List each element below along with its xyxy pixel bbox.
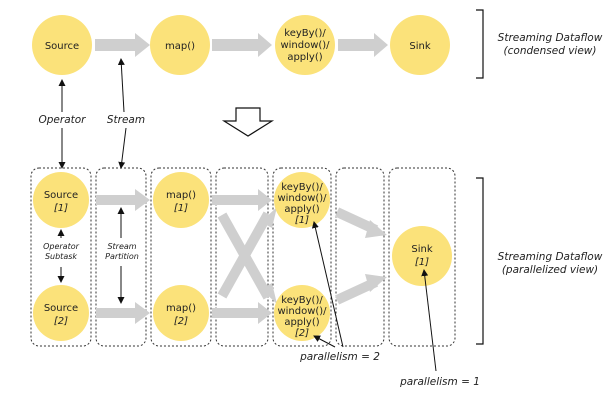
transform-arrow [221,107,275,137]
map-2-label: map() [166,303,196,314]
source-2-index: [2] [54,316,68,327]
operator-subtask-line2: Subtask [45,252,77,261]
stream-pointer-up [117,58,125,113]
source-2-node [33,285,89,341]
kwa-label-line3: apply() [287,52,322,63]
source-column [30,167,92,347]
keyby-window-apply-node [275,15,335,75]
source-1-node [33,172,89,228]
source-node-label: Source [45,41,79,52]
operator-label: Operator [39,114,87,126]
kwa-1-index: [1] [295,215,309,226]
kwa-2-line2: window()/ [277,306,327,317]
kwa-1-line3: apply() [284,204,319,215]
stream-arrow [95,33,150,57]
sink-1-label: Sink [411,244,432,255]
sink-node [390,15,450,75]
condensed-view-title: Streaming Dataflow [498,32,603,44]
condensed-bracket [476,9,484,79]
kwa-column [272,167,332,347]
parallelism-1-label: parallelism = 1 [399,376,480,388]
kwa-2-index: [2] [295,328,309,339]
cross-arrow-head [261,207,277,228]
to-sink-arrow-head [365,220,387,238]
to-sink-arrow-head [365,274,387,292]
kwa-1-line1: keyBy()/ [281,182,323,193]
map-2-index: [2] [174,316,188,327]
partition-arrow [96,189,150,211]
kwa-2-node [274,285,330,341]
kwa-2-line3: apply() [284,317,319,328]
stream-arrow [338,33,388,57]
parallel-view-title: Streaming Dataflow [498,251,603,263]
source-1-index: [1] [54,203,68,214]
operator-subtask-line1: Operator [43,242,80,251]
source-2-label: Source [44,303,78,314]
source-1-label: Source [44,190,78,201]
map-1-node [153,172,209,228]
top-annotations: Operator Stream [39,58,145,169]
stream-column-3 [335,167,385,347]
stream-column-1 [95,167,147,347]
parallelism-2-pointer [311,221,344,348]
parallel-view: Source [1] Source [2] map() [1] map() [2… [30,167,603,388]
stream-partition-line1: Stream [107,242,136,251]
sink-1-index: [1] [415,257,429,268]
partition-arrow [212,302,272,324]
source-node [32,15,92,75]
stream-column-2 [215,167,269,347]
partition-arrow [212,189,272,211]
parallelism-2-label: parallelism = 2 [299,351,380,363]
parallelism-2-pointer [313,335,336,348]
map-column [150,167,212,347]
kwa-1-line2: window()/ [277,193,327,204]
kwa-label-line2: window()/ [280,40,330,51]
sink-1-node [392,226,452,286]
map-2-node [153,285,209,341]
parallel-bracket [476,177,484,345]
kwa-1-node [274,172,330,228]
parallelism-1-pointer [421,269,437,372]
kwa-2-line1: keyBy()/ [281,295,323,306]
parallel-view-subtitle: (parallelized view) [502,264,598,276]
cross-arrow-head [261,283,277,304]
kwa-label-line1: keyBy()/ [284,28,326,39]
stream-label: Stream [107,114,145,126]
stream-partition-line2: Partition [105,252,139,261]
map-1-index: [1] [174,203,188,214]
map-1-label: map() [166,190,196,201]
sink-column [388,167,456,347]
stream-arrow [212,33,272,57]
condensed-view-subtitle: (condensed view) [504,45,597,57]
map-node-label: map() [165,41,195,52]
stream-pointer-down [118,127,127,169]
partition-arrow [96,302,150,324]
condensed-view: Source map() keyBy()/ window()/ apply() … [32,9,603,79]
sink-node-label: Sink [409,41,430,52]
map-node [150,15,210,75]
cross-arrow [217,211,273,299]
